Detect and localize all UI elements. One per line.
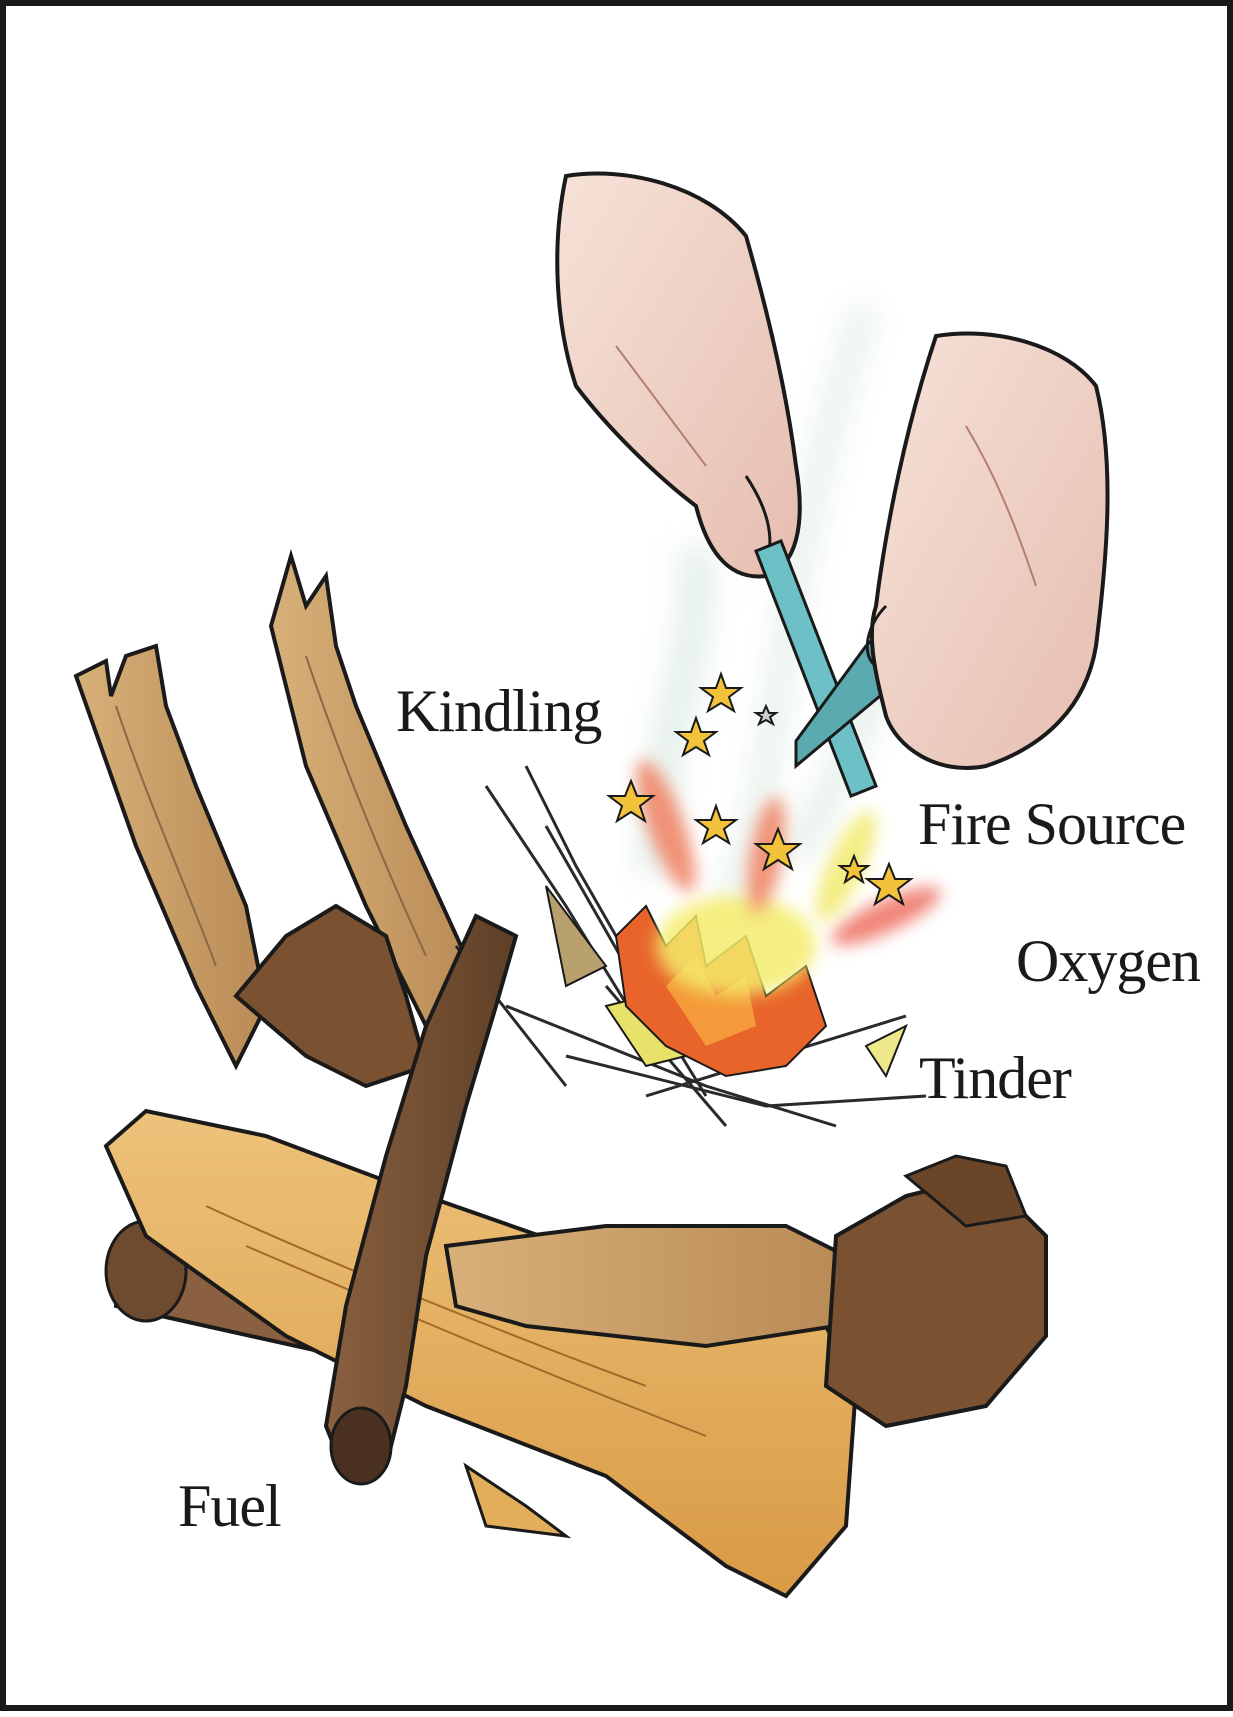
label-tinder: Tinder — [919, 1048, 1071, 1108]
label-fuel: Fuel — [178, 1476, 281, 1536]
campfire-illustration — [6, 6, 1233, 1717]
standing-log-left — [76, 646, 266, 1066]
flames — [616, 754, 947, 1076]
hand-left — [557, 174, 799, 577]
label-fire-source: Fire Source — [918, 794, 1185, 854]
label-oxygen: Oxygen — [1016, 931, 1200, 991]
label-kindling: Kindling — [396, 681, 601, 741]
hand-right — [867, 333, 1107, 768]
